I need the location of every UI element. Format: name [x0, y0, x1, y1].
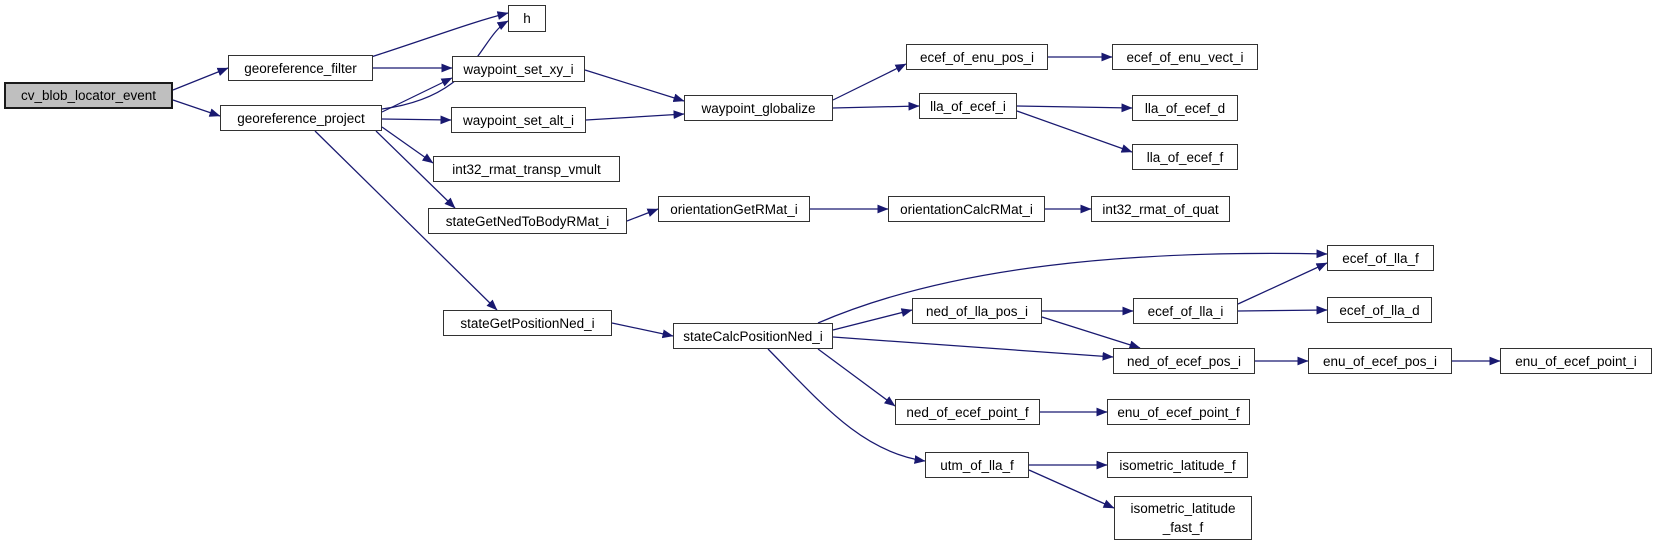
node-waypoint_globalize[interactable]: waypoint_globalize — [684, 95, 833, 121]
edge-cv_blob_locator_event-to-georeference_filter — [172, 67, 229, 91]
node-waypoint_set_alt_i[interactable]: waypoint_set_alt_i — [451, 107, 586, 133]
node-ecef_of_lla_i[interactable]: ecef_of_lla_i — [1133, 298, 1238, 324]
edge-georeference_project-to-int32_rmat_transp_vmult — [381, 126, 434, 164]
edge-lla_of_ecef_i-to-lla_of_ecef_f — [1016, 110, 1133, 153]
edge-stateCalcPositionNed_i-to-ned_of_lla_pos_i — [832, 308, 913, 331]
node-lla_of_ecef_i[interactable]: lla_of_ecef_i — [919, 93, 1017, 119]
node-enu_of_ecef_point_i[interactable]: enu_of_ecef_point_i — [1500, 348, 1652, 374]
node-h[interactable]: h — [508, 5, 546, 32]
edge-stateCalcPositionNed_i-to-ned_of_ecef_pos_i — [832, 336, 1114, 361]
edge-ned_of_lla_pos_i-to-ned_of_ecef_pos_i — [1041, 316, 1141, 350]
edge-georeference_project-to-stateGetPositionNed_i — [314, 130, 498, 311]
node-stateCalcPositionNed_i[interactable]: stateCalcPositionNed_i — [673, 323, 833, 349]
edge-waypoint_set_xy_i-to-waypoint_globalize — [584, 69, 685, 103]
node-enu_of_ecef_pos_i[interactable]: enu_of_ecef_pos_i — [1308, 348, 1452, 374]
node-georeference_project[interactable]: georeference_project — [220, 105, 382, 131]
node-ned_of_lla_pos_i[interactable]: ned_of_lla_pos_i — [912, 298, 1042, 324]
node-ned_of_ecef_point_f[interactable]: ned_of_ecef_point_f — [895, 399, 1040, 425]
node-enu_of_ecef_point_f[interactable]: enu_of_ecef_point_f — [1107, 399, 1250, 425]
edge-ecef_of_lla_i-to-ecef_of_lla_f — [1237, 262, 1328, 305]
node-cv_blob_locator_event: cv_blob_locator_event — [4, 82, 173, 109]
node-int32_rmat_transp_vmult[interactable]: int32_rmat_transp_vmult — [433, 156, 620, 182]
edge-ecef_of_lla_i-to-ecef_of_lla_d — [1237, 305, 1328, 315]
node-stateGetNedToBodyRMat_i[interactable]: stateGetNedToBodyRMat_i — [428, 208, 627, 234]
edge-stateCalcPositionNed_i-to-ned_of_ecef_point_f — [817, 348, 896, 407]
edge-waypoint_set_alt_i-to-waypoint_globalize — [585, 110, 685, 121]
node-ecef_of_enu_pos_i[interactable]: ecef_of_enu_pos_i — [906, 44, 1048, 70]
node-ecef_of_lla_d[interactable]: ecef_of_lla_d — [1327, 297, 1432, 323]
node-isometric_latitude_fast_f[interactable]: isometric_latitude _fast_f — [1114, 496, 1252, 540]
edge-waypoint_globalize-to-ecef_of_enu_pos_i — [832, 63, 907, 101]
edge-stateGetNedToBodyRMat_i-to-orientationGetRMat_i — [626, 208, 659, 222]
node-ned_of_ecef_pos_i[interactable]: ned_of_ecef_pos_i — [1113, 348, 1255, 374]
edge-lla_of_ecef_i-to-lla_of_ecef_d — [1016, 103, 1133, 113]
edge-stateCalcPositionNed_i-to-ecef_of_lla_f — [817, 249, 1328, 324]
node-isometric_latitude_f[interactable]: isometric_latitude_f — [1107, 452, 1248, 478]
edge-georeference_project-to-waypoint_set_alt_i — [381, 115, 452, 125]
edge-cv_blob_locator_event-to-georeference_project — [172, 99, 221, 117]
edge-utm_of_lla_f-to-isometric_latitude_fast_f — [1028, 469, 1115, 509]
edge-georeference_filter-to-h — [370, 11, 509, 58]
node-orientationCalcRMat_i[interactable]: orientationCalcRMat_i — [888, 196, 1045, 222]
node-ecef_of_lla_f[interactable]: ecef_of_lla_f — [1327, 245, 1434, 271]
node-lla_of_ecef_d[interactable]: lla_of_ecef_d — [1132, 95, 1238, 121]
edge-georeference_project-to-stateGetNedToBodyRMat_i — [375, 130, 456, 209]
node-georeference_filter[interactable]: georeference_filter — [228, 55, 373, 81]
edge-waypoint_globalize-to-lla_of_ecef_i — [832, 101, 920, 111]
node-ecef_of_enu_vect_i[interactable]: ecef_of_enu_vect_i — [1112, 44, 1258, 70]
node-int32_rmat_of_quat[interactable]: int32_rmat_of_quat — [1091, 196, 1230, 222]
node-utm_of_lla_f[interactable]: utm_of_lla_f — [925, 452, 1029, 478]
node-lla_of_ecef_f[interactable]: lla_of_ecef_f — [1132, 144, 1238, 170]
edge-stateGetPositionNed_i-to-stateCalcPositionNed_i — [611, 322, 674, 339]
node-waypoint_set_xy_i[interactable]: waypoint_set_xy_i — [452, 56, 585, 82]
node-stateGetPositionNed_i[interactable]: stateGetPositionNed_i — [443, 310, 612, 336]
edge-stateCalcPositionNed_i-to-utm_of_lla_f — [767, 348, 926, 464]
edge-georeference_project-to-waypoint_set_xy_i — [381, 77, 453, 113]
node-orientationGetRMat_i[interactable]: orientationGetRMat_i — [658, 196, 810, 222]
